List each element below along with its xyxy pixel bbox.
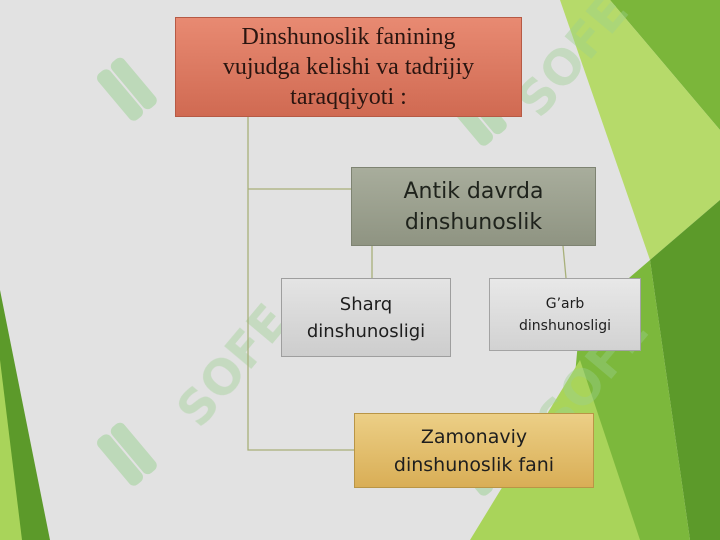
- green-facet-right-light: [560, 0, 720, 260]
- green-facet-left-light: [0, 360, 22, 540]
- sharq-dinshunosligi-box: Sharq dinshunosligi: [281, 278, 451, 357]
- connector-lines: [247, 117, 567, 451]
- connector-antik-to-garb: [562, 245, 567, 279]
- sofe-logo-icon: [97, 57, 157, 121]
- sofe-logo-icon: [97, 422, 157, 486]
- garb-dinshunosligi-box: G’arb dinshunosligi: [489, 278, 641, 351]
- antik-dinshunoslik-box: Antik davrda dinshunoslik: [351, 167, 596, 246]
- diagram-title-box: Dinshunoslik fanining vujudga kelishi va…: [175, 17, 522, 117]
- zamonaviy-dinshunoslik-box: Zamonaviy dinshunoslik fani: [354, 413, 594, 488]
- connector-title-trunk: [247, 117, 354, 451]
- green-facet-right-dark: [650, 200, 720, 540]
